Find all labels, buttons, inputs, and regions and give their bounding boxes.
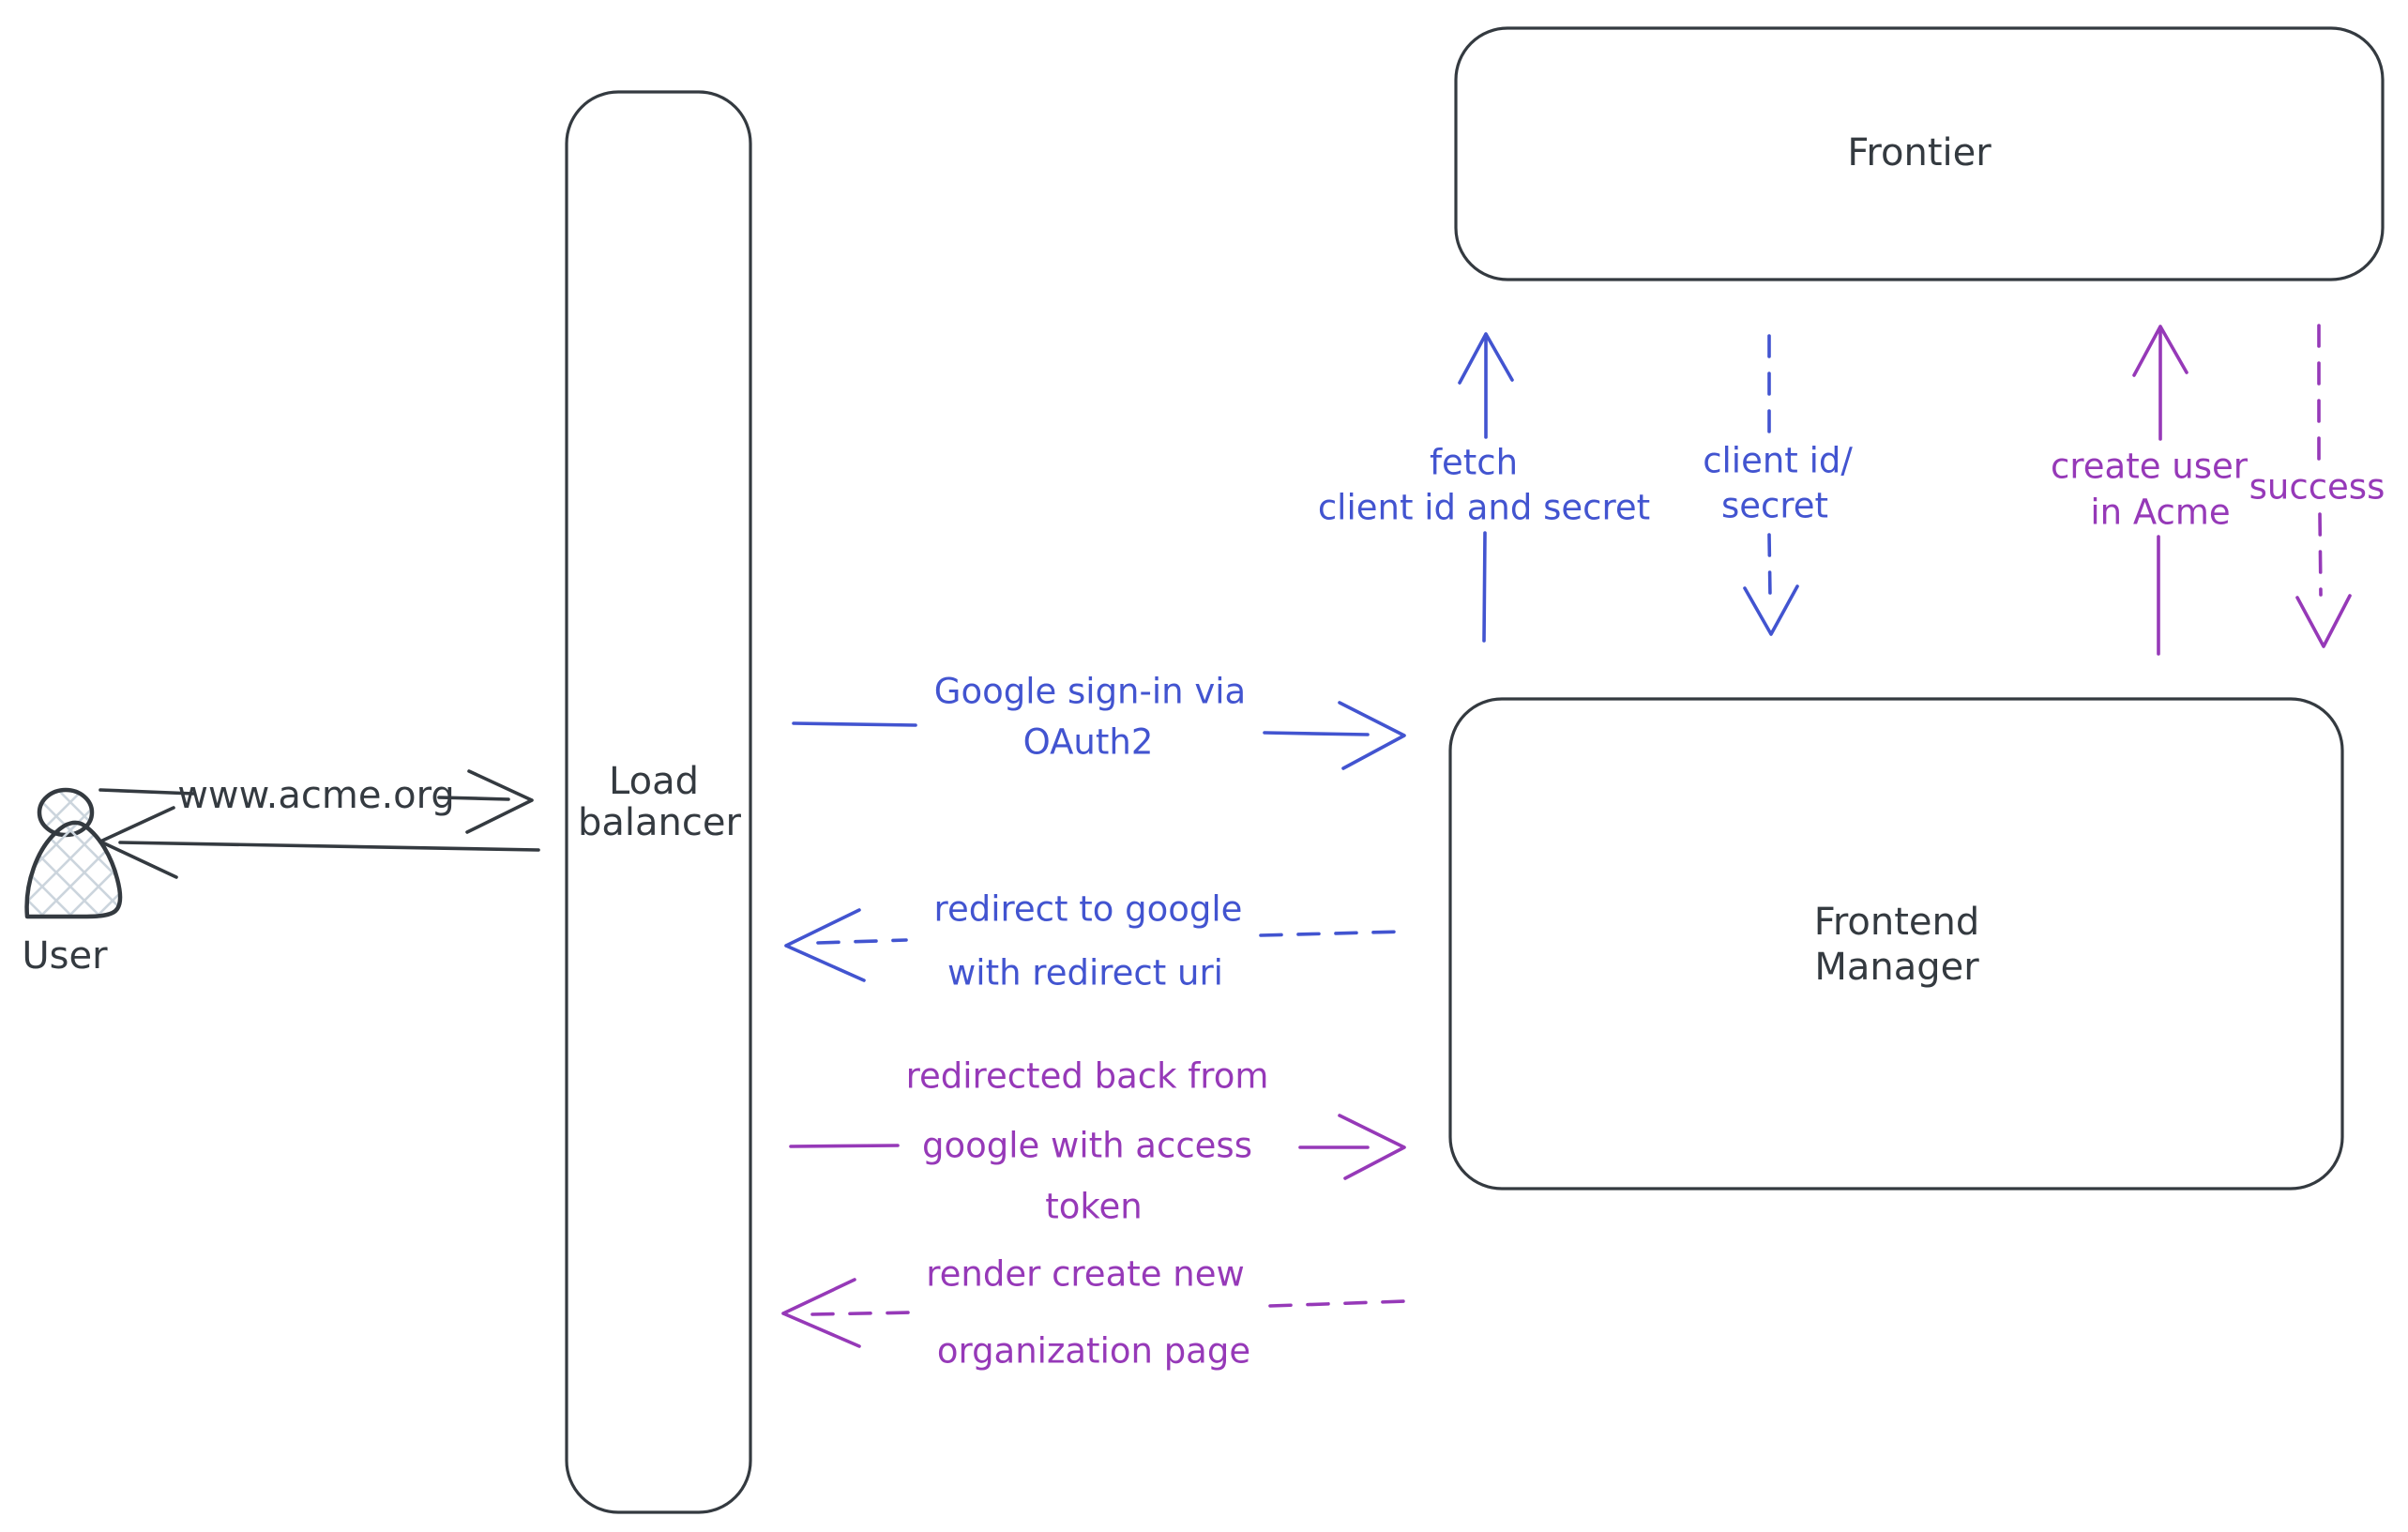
arrow-www-acme-label-group: www.acme.org [177,774,455,817]
arrow-redirected-back [789,1114,1406,1180]
arrow-return-to-user [98,806,540,879]
arrow-redirected-back-line-left [789,1144,900,1148]
load-balancer-label-line1: Load [609,760,699,803]
arrow-render-create-label-line1: render create new [926,1254,1245,1295]
arrow-success-line-bottom [2318,512,2323,597]
arrow-success [2295,324,2352,648]
user-label: User [22,934,108,978]
arrow-google-signin-arrowhead-icon [1338,701,1406,770]
arrow-google-signin [792,701,1406,770]
arrow-render-create-label-line2: organization page [937,1331,1250,1372]
arrow-render-create-arrowhead-icon [781,1278,861,1348]
arrow-redirected-back-arrowhead-icon [1338,1114,1406,1180]
arrow-redirect-google [784,908,1405,982]
arrow-redirected-back-label-line1: redirected back from [906,1056,1269,1097]
arrow-client-id-secret-label-line2: secret [1721,486,1828,526]
arrow-client-id-secret-label-group: client id/ secret [1703,441,1853,526]
frontier-label-group: Frontier [1847,131,1992,174]
frontend-manager-label-group: Frontend Manager [1814,901,1980,989]
arrow-fetch-client-label-line2: client id and secret [1318,488,1650,528]
frontend-manager-label-line1: Frontend [1814,901,1980,944]
arrow-create-user-arrowhead-icon [2132,325,2188,377]
arrow-render-create-line-right [1268,1299,1408,1308]
arrow-render-create-label-group: render create new organization page [926,1254,1250,1372]
arrow-www-acme-line-left [98,788,196,796]
arrow-success-arrowhead-icon [2295,594,2352,648]
arrow-google-signin-label-line2: OAuth2 [1023,722,1154,763]
arrow-google-signin-label-group: Google sign-in via OAuth2 [934,672,1246,763]
arrow-render-create [781,1278,1408,1348]
arrow-fetch-client-arrowhead-icon [1458,332,1514,385]
arrow-client-id-secret-line-bottom [1767,533,1772,599]
arrow-redirected-back-label-group: redirected back from google with access … [906,1056,1269,1227]
arrow-google-signin-line-right [1263,731,1370,736]
load-balancer-node [565,90,752,1514]
user-icon-body [24,820,123,919]
arrow-google-signin-label-line1: Google sign-in via [934,672,1246,712]
arrow-client-id-secret-label-line1: client id/ [1703,441,1853,481]
arrow-create-user [2132,325,2188,656]
arrow-redirect-google-line-right [1259,930,1405,937]
arrow-success-label: success [2249,467,2385,508]
load-balancer-label-group: Load balancer [578,760,741,844]
arrow-redirect-google-arrowhead-icon [784,908,866,982]
user-node-label-group: User [22,934,108,978]
arrow-google-signin-line-left [792,721,917,727]
arrow-redirected-back-label-line3: token [1045,1187,1142,1227]
arrow-redirect-google-label-group: redirect to google with redirect uri [934,889,1243,994]
arrow-www-acme [98,769,534,834]
frontend-manager-box [1448,697,2344,1191]
frontier-box [1454,26,2385,281]
arrow-return-arrowhead-icon [98,806,178,879]
load-balancer-label-line2: balancer [578,801,741,844]
arrow-create-user-label-line1: create user [2051,447,2249,487]
arrow-www-acme-arrowhead-icon [465,769,534,834]
frontend-manager-label-line2: Manager [1814,946,1979,989]
arrow-redirected-back-label-line2: google with access [922,1126,1252,1166]
arrow-render-create-line-left [810,1311,916,1316]
arrow-fetch-client-line-bottom [1482,531,1487,643]
frontend-manager-node [1448,697,2344,1191]
arrow-fetch-client-label-line1: fetch [1430,443,1518,483]
arrow-www-acme-label: www.acme.org [177,774,455,817]
arrow-create-user-label-line2: in Acme [2090,493,2230,533]
arrow-redirect-google-label-line1: redirect to google [934,889,1243,930]
arrow-create-user-label-group: create user in Acme [2051,447,2249,533]
arrow-client-id-secret [1743,334,1799,636]
frontier-label: Frontier [1847,131,1992,174]
arrow-www-acme-line-right [437,796,510,801]
frontier-node [1454,26,2385,281]
arrow-success-label-group: success [2249,467,2385,508]
arrow-fetch-client-label-group: fetch client id and secret [1318,443,1650,528]
user-node [24,787,123,919]
arrow-fetch-client [1458,332,1514,643]
arrow-redirect-google-label-line2: with redirect uri [947,953,1223,994]
arrow-client-id-secret-arrowhead-icon [1743,584,1799,636]
arrow-return-line [118,841,540,852]
load-balancer-box [565,90,752,1514]
arrow-redirect-google-line-left [816,938,908,945]
